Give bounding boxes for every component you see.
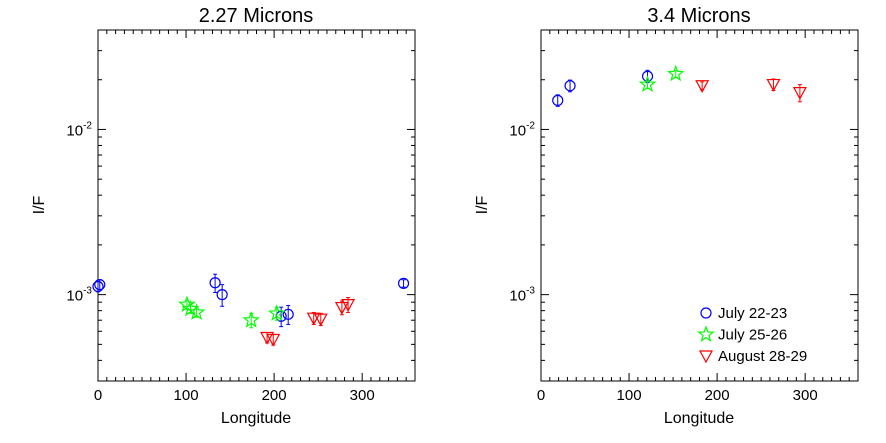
data-point [266, 333, 281, 347]
panel-2.27-microns: 2.27 Microns Longitude I/F 0 100 200 300 10-… [31, 5, 416, 427]
data-point [666, 64, 685, 82]
legend-marker [700, 307, 712, 319]
data-point [397, 277, 410, 289]
plot-frame [97, 29, 416, 382]
data-point [313, 313, 328, 327]
x-tick-label: 200 [262, 387, 287, 404]
data-point [187, 303, 206, 320]
x-tick-label: 0 [94, 387, 102, 404]
y-axis-label: I/F [31, 195, 48, 214]
data-point [695, 80, 710, 93]
data-point [766, 78, 781, 92]
data-point [92, 280, 104, 293]
data-point [209, 277, 221, 289]
x-tick-label: 300 [350, 387, 375, 404]
data-point [552, 94, 564, 106]
series-august-28-29 [260, 297, 356, 347]
plot-frame [540, 29, 859, 382]
data-point [341, 299, 356, 312]
data-point [334, 301, 349, 315]
legend-label: August 28-29 [718, 348, 807, 365]
x-tick-label: 100 [617, 387, 642, 404]
y-tick-label: 10-2 [66, 120, 92, 139]
x-tick-label: 200 [705, 387, 730, 404]
legend-label: July 25-26 [718, 327, 787, 344]
chart-title: 3.4 Microns [647, 5, 750, 27]
x-tick-label: 100 [174, 387, 199, 404]
series-august-28-29 [695, 78, 807, 103]
data-point [267, 304, 286, 321]
x-axis-label: Longitude [221, 410, 291, 427]
x-axis-label: Longitude [664, 410, 734, 427]
series-july-22-23 [552, 69, 654, 107]
data-point [282, 308, 294, 320]
data-point [564, 80, 576, 92]
panel-3.4-microns: 3.4 Microns Longitude I/F 0 100 200 300 10-2… [474, 5, 859, 427]
chart-title: 2.27 Microns [199, 5, 314, 27]
y-tick-label: 10-3 [66, 286, 92, 305]
legend-label: July 22-23 [718, 305, 787, 322]
data-point [242, 310, 260, 328]
x-tick-label: 300 [793, 387, 818, 404]
data-point [94, 279, 106, 291]
data-point [216, 289, 228, 301]
y-axis-label: I/F [474, 195, 491, 214]
y-tick-label: 10-2 [509, 120, 535, 139]
data-point [178, 295, 196, 313]
y-tick-label: 10-3 [509, 286, 535, 305]
data-point [638, 75, 657, 93]
x-tick-label: 0 [537, 387, 545, 404]
data-point [792, 87, 807, 100]
legend-marker [697, 325, 715, 343]
series-july-25-26 [638, 64, 685, 93]
series-july-25-26 [178, 295, 286, 329]
legend-marker [698, 350, 714, 364]
data-point [260, 331, 275, 345]
